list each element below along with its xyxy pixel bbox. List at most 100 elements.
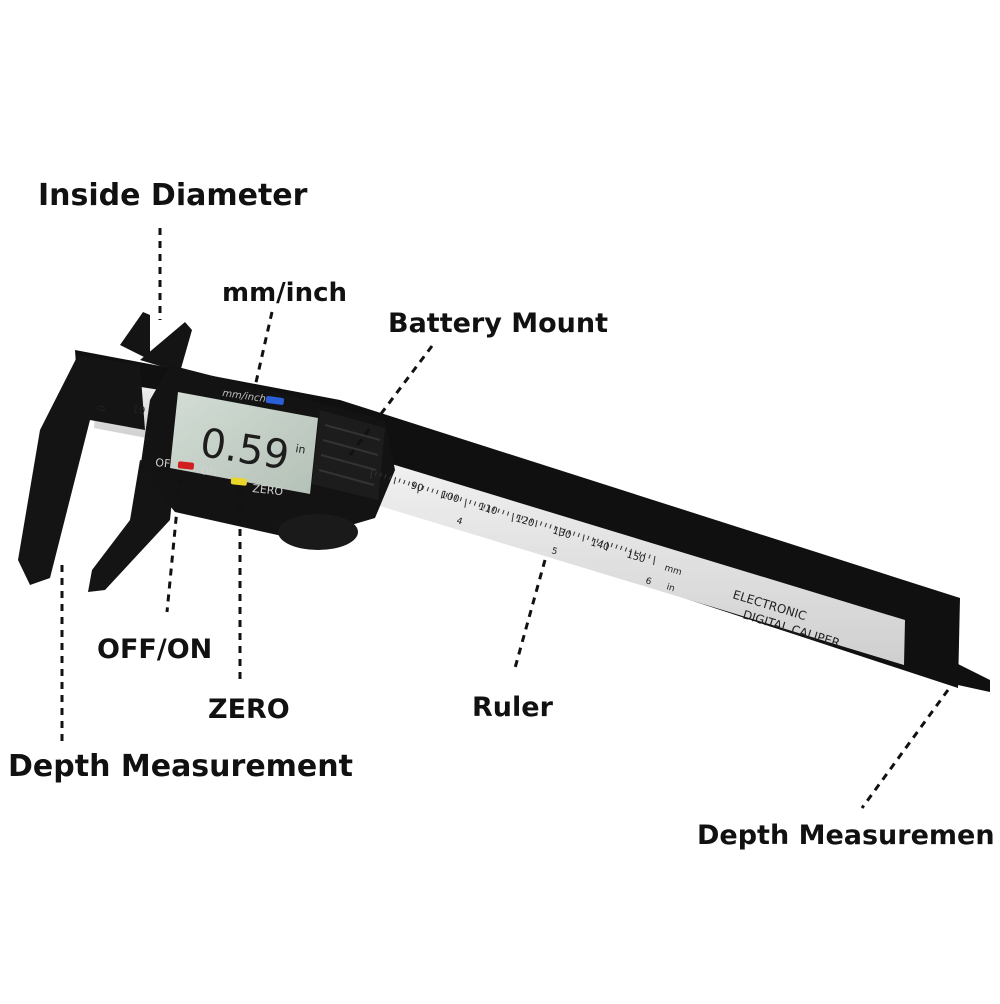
ruler-tick: [653, 555, 656, 566]
leader-battery-mount: [348, 345, 434, 456]
scale-tick-130: 130: [551, 525, 572, 541]
callout-battery-mount: Battery Mount: [388, 308, 609, 339]
ruler-tick: [634, 550, 637, 555]
ruler-tick: [412, 482, 415, 488]
ruler-ticks: [370, 469, 656, 566]
off-label: OFF: [155, 456, 178, 471]
ruler-tick: [450, 494, 453, 499]
ruler-tick: [497, 508, 500, 513]
ruler-tick: [558, 527, 562, 537]
depth-rod: [935, 655, 990, 692]
lcd-unit: in: [295, 442, 307, 456]
ruler-tick: [469, 499, 472, 505]
ruler-tick: [483, 504, 486, 509]
ruler-tick: [577, 532, 581, 538]
callout-off-on: OFF/ON: [97, 634, 213, 665]
ruler-tick: [525, 517, 529, 522]
ruler-tick: [379, 472, 382, 478]
ruler-tick: [535, 520, 538, 528]
ruler-tick: [445, 492, 448, 498]
ruler-tick: [393, 477, 397, 485]
lcd-screen: [170, 392, 318, 494]
ruler-tick: [502, 509, 505, 515]
ruler-scale: [360, 455, 905, 665]
ruler-tick: [374, 471, 378, 476]
mode-button[interactable]: [265, 396, 285, 405]
ruler-tick: [582, 534, 585, 542]
callout-zero: ZERO: [208, 694, 290, 725]
ruler-tick: [610, 542, 614, 548]
ruler-tick: [620, 545, 623, 551]
ruler-tick: [464, 498, 467, 508]
leader-ruler: [513, 559, 547, 669]
scale-tick-100: 100: [439, 489, 460, 505]
ruler-tick: [520, 515, 524, 521]
callout-mm-inch: mm/inch: [222, 278, 348, 308]
scale-inch-5: 5: [550, 546, 558, 557]
on-label: ON: [200, 464, 218, 479]
ruler-tick: [629, 548, 632, 556]
thumb-wheel: [278, 514, 358, 550]
ruler-tick: [530, 518, 533, 523]
ruler-tick: [384, 474, 387, 479]
zero-label: ZERO: [252, 482, 284, 498]
ruler-tick: [421, 485, 425, 490]
ruler-tick: [563, 528, 566, 533]
leader-mm-inch: [250, 311, 274, 401]
callout-depth-right: Depth Measuremen: [697, 820, 995, 851]
ruler-tick: [487, 505, 491, 513]
scale-tick-0: 0: [96, 404, 108, 412]
scale-unit-mm: mm: [663, 563, 683, 578]
scale-unit-in: in: [665, 582, 676, 594]
ruler-tick: [506, 511, 510, 516]
callout-ruler: Ruler: [472, 692, 553, 723]
ruler-tick: [624, 547, 628, 552]
scale-tick-140: 140: [589, 537, 610, 553]
scale-tick-90: 90: [409, 480, 424, 494]
sliding-jaw: [88, 460, 175, 592]
ruler-tick: [459, 497, 463, 502]
zero-button[interactable]: [230, 477, 248, 486]
scale-inch-6: 6: [644, 576, 653, 587]
scale-tick-10: 10: [131, 404, 145, 417]
fixed-jaw: [18, 355, 145, 585]
ruler-tick: [615, 544, 618, 549]
ruler-tick: [643, 552, 647, 558]
ruler-tick: [440, 491, 444, 499]
ruler-tick: [605, 541, 609, 551]
ruler-tick: [568, 530, 571, 535]
callout-leaders: [60, 228, 950, 809]
ruler-tick: [539, 521, 543, 526]
scale-tick-150: 150: [625, 549, 646, 565]
ruler-tick: [638, 551, 642, 556]
scale-inch-4: 4: [455, 516, 464, 527]
ruler-tick: [553, 525, 557, 531]
ruler-tick: [431, 488, 434, 493]
ruler-tick: [426, 487, 430, 492]
ruler-tick: [572, 531, 576, 536]
ruler-tick: [511, 512, 514, 523]
ruler-tick: [473, 501, 477, 506]
ruler-tick: [591, 537, 595, 542]
callout-depth-left: Depth Measurement: [8, 749, 353, 784]
inside-jaw-upper-2: [140, 322, 192, 372]
scale-tick-120: 120: [514, 513, 535, 529]
ruler-tick: [370, 469, 373, 480]
ruler-tick: [398, 478, 401, 483]
ruler-tick: [586, 535, 590, 541]
callout-inside-diameter: Inside Diameter: [38, 178, 308, 213]
leader-off-on: [165, 477, 182, 613]
ruler-tick: [388, 475, 392, 480]
leader-depth-right: [860, 689, 950, 809]
ruler-tick: [549, 524, 552, 529]
ruler-tick: [544, 522, 547, 528]
off-on-button[interactable]: [177, 461, 195, 470]
ruler-tick: [596, 538, 599, 543]
ruler-tick: [478, 502, 481, 508]
ruler-tick: [407, 481, 411, 486]
ruler-tick: [403, 479, 406, 485]
ruler-tick: [417, 484, 420, 494]
ruler-tick: [436, 489, 439, 495]
scale-tick-110: 110: [477, 501, 498, 517]
